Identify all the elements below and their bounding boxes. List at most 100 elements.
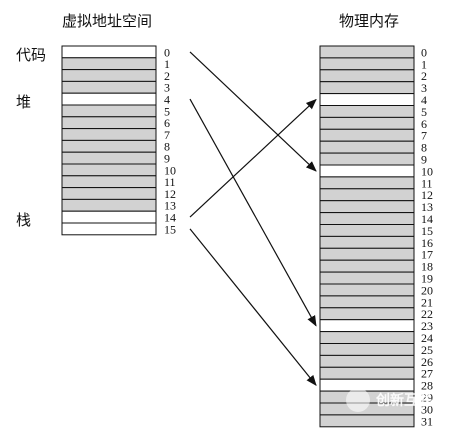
- physical-frame-index: 26: [421, 355, 433, 369]
- physical-frame-4: [319, 93, 415, 106]
- physical-frame-28: [319, 378, 415, 392]
- physical-frame-index: 20: [421, 283, 433, 297]
- mapping-arrow-v15-p28: [189, 228, 317, 386]
- virtual-page-5: [61, 104, 157, 118]
- virtual-page-2: [61, 69, 157, 82]
- virtual-page-index: 9: [164, 152, 170, 166]
- physical-frame-10: [319, 164, 415, 178]
- physical-frame-index: 6: [421, 117, 427, 131]
- virtual-page-index: 14: [164, 211, 176, 225]
- physical-frame-13: [319, 200, 415, 214]
- physical-frame-2: [319, 69, 415, 83]
- virtual-page-9: [61, 151, 157, 165]
- physical-frame-index: 13: [421, 200, 433, 214]
- physical-frame-index: 25: [421, 343, 433, 357]
- virtual-page-index: 11: [164, 175, 176, 189]
- physical-frame-12: [319, 188, 415, 202]
- physical-frame-7: [319, 128, 415, 142]
- virtual-page-0: [61, 45, 157, 59]
- physical-frame-3: [319, 81, 415, 95]
- physical-frame-25: [319, 343, 415, 356]
- physical-frame-index: 22: [421, 307, 433, 321]
- physical-frame-20: [319, 283, 415, 297]
- physical-frame-11: [319, 176, 415, 190]
- physical-memory-title: 物理内存: [339, 12, 399, 30]
- physical-frame-index: 4: [421, 93, 427, 107]
- physical-frame-index: 11: [421, 176, 433, 190]
- mapping-arrow-v0-p10: [189, 51, 317, 172]
- physical-frame-17: [319, 247, 415, 261]
- virtual-page-index: 6: [164, 116, 170, 130]
- physical-frame-index: 5: [421, 105, 427, 119]
- physical-frame-21: [319, 295, 415, 309]
- virtual-page-index: 3: [164, 81, 170, 95]
- physical-frame-index: 24: [421, 331, 433, 345]
- virtual-page-index: 8: [164, 140, 170, 154]
- physical-frame-index: 17: [421, 248, 433, 262]
- physical-frame-index: 27: [421, 367, 433, 381]
- virtual-page-index: 13: [164, 199, 176, 213]
- physical-memory: 0123456789101112131415161718192021222324…: [319, 45, 433, 428]
- physical-frame-5: [319, 105, 415, 118]
- physical-frame-26: [319, 354, 415, 368]
- virtual-page-index: 15: [164, 222, 176, 236]
- virtual-page-15: [61, 222, 157, 236]
- physical-frame-16: [319, 235, 415, 249]
- virtual-page-index: 1: [164, 57, 170, 71]
- segment-label: 代码: [16, 46, 46, 64]
- virtual-page-7: [61, 128, 157, 141]
- virtual-page-4: [61, 92, 157, 106]
- physical-frame-14: [319, 212, 415, 226]
- physical-frame-9: [319, 152, 415, 166]
- physical-frame-23: [319, 319, 415, 333]
- physical-frame-index: 9: [421, 153, 427, 167]
- virtual-page-11: [61, 175, 157, 189]
- physical-frame-22: [319, 307, 415, 321]
- mapping-arrow-v14-p4: [189, 98, 317, 218]
- physical-frame-index: 10: [421, 164, 433, 178]
- physical-frame-19: [319, 271, 415, 285]
- segment-label: 堆: [16, 93, 31, 111]
- physical-frame-index: 15: [421, 224, 433, 238]
- virtual-page-index: 7: [164, 128, 170, 142]
- physical-frame-index: 0: [421, 45, 427, 59]
- physical-frame-index: 21: [421, 295, 433, 309]
- virtual-page-index: 4: [164, 93, 170, 107]
- virtual-page-index: 0: [164, 45, 170, 59]
- physical-frame-index: 7: [421, 129, 427, 143]
- virtual-page-index: 10: [164, 163, 176, 177]
- physical-frame-index: 2: [421, 69, 427, 83]
- physical-frame-index: 14: [421, 212, 433, 226]
- watermark-logo-icon: [346, 388, 370, 412]
- physical-frame-index: 3: [421, 81, 427, 95]
- physical-frame-index: 29: [421, 391, 433, 405]
- virtual-page-3: [61, 80, 157, 94]
- physical-frame-index: 28: [421, 379, 433, 393]
- physical-frame-8: [319, 140, 415, 154]
- virtual-address-space-title: 虚拟地址空间: [62, 12, 152, 30]
- physical-frame-6: [319, 116, 415, 130]
- segment-label: 栈: [16, 211, 31, 229]
- virtual-page-10: [61, 163, 157, 177]
- physical-frame-24: [319, 331, 415, 345]
- virtual-page-index: 2: [164, 69, 170, 83]
- watermark-text: 创新互联: [375, 392, 433, 409]
- physical-frame-index: 8: [421, 141, 427, 155]
- virtual-page-8: [61, 139, 157, 153]
- physical-frame-18: [319, 259, 415, 273]
- virtual-page-index: 5: [164, 104, 170, 118]
- physical-frame-index: 12: [421, 188, 433, 202]
- physical-frame-27: [319, 366, 415, 380]
- watermark: 创新互联: [346, 388, 433, 412]
- physical-frame-index: 19: [421, 272, 433, 286]
- virtual-page-12: [61, 187, 157, 200]
- virtual-page-13: [61, 198, 157, 212]
- physical-frame-index: 1: [421, 57, 427, 71]
- virtual-page-1: [61, 57, 157, 71]
- virtual-page-14: [61, 210, 157, 224]
- physical-frame-15: [319, 224, 415, 237]
- physical-frame-index: 16: [421, 236, 433, 250]
